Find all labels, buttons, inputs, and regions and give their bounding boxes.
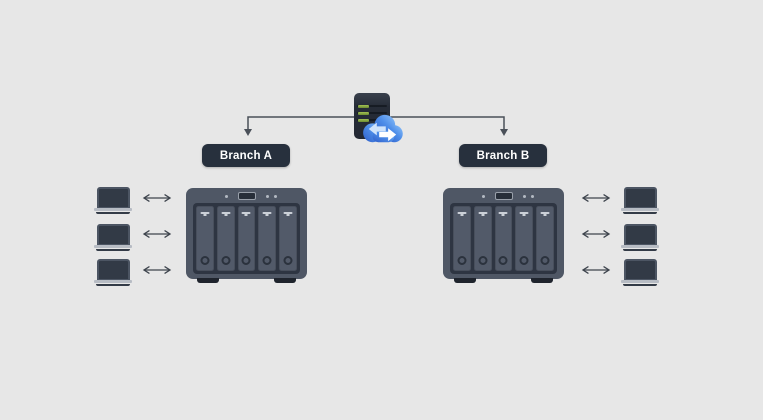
laptop-screen — [623, 187, 657, 208]
nas-led — [523, 195, 526, 198]
laptop-base — [94, 280, 132, 283]
server-led — [358, 105, 369, 108]
laptop-base — [621, 280, 659, 283]
laptop-base — [94, 208, 132, 211]
drive-bay — [196, 206, 214, 271]
nas-device-branch-a — [186, 188, 307, 283]
branch-a-label: Branch A — [202, 144, 290, 167]
laptop-icon — [94, 187, 132, 214]
branch-b-label: Branch B — [459, 144, 547, 167]
server-slot — [357, 112, 387, 114]
laptop-screen — [96, 224, 130, 245]
two-way-arrow-icon — [581, 266, 611, 274]
nas-led — [266, 195, 269, 198]
drive-bay — [494, 206, 513, 271]
bay-latch-icon — [283, 212, 293, 216]
bay-latch-icon — [262, 212, 272, 216]
laptop-screen — [96, 187, 130, 208]
bay-lock-icon — [478, 256, 488, 265]
nas-led — [482, 195, 485, 198]
nas-foot — [197, 278, 219, 283]
laptop-screen — [96, 259, 130, 280]
nas-foot — [531, 278, 553, 283]
nas-foot — [454, 278, 476, 283]
bay-lock-icon — [498, 256, 508, 265]
laptop-icon — [621, 224, 659, 251]
laptop-icon — [621, 259, 659, 286]
drive-bay — [515, 206, 534, 271]
drive-bay — [536, 206, 554, 271]
drive-bay — [216, 206, 235, 271]
bay-latch-icon — [457, 212, 467, 216]
nas-led — [531, 195, 534, 198]
bay-latch-icon — [200, 212, 210, 216]
nas-led — [274, 195, 277, 198]
bay-lock-icon — [519, 256, 529, 265]
laptop-base-shadow — [96, 284, 130, 286]
drive-bay — [258, 206, 277, 271]
nas-status-screen — [494, 192, 513, 200]
bay-latch-icon — [241, 212, 251, 216]
bay-latch-icon — [478, 212, 488, 216]
bay-lock-icon — [457, 256, 467, 265]
branch-b-label-text: Branch B — [476, 149, 530, 162]
nas-foot — [274, 278, 296, 283]
cloud-sync-icon — [363, 114, 403, 143]
bay-lock-icon — [283, 256, 293, 265]
laptop-base-shadow — [96, 212, 130, 214]
laptop-base-shadow — [96, 249, 130, 251]
bay-lock-icon — [262, 256, 272, 265]
drive-bay — [473, 206, 492, 271]
bay-latch-icon — [519, 212, 529, 216]
bay-lock-icon — [241, 256, 251, 265]
laptop-base-shadow — [623, 212, 657, 214]
laptop-screen — [623, 259, 657, 280]
nas-bay-panel — [450, 203, 557, 274]
server-led — [358, 119, 369, 122]
two-way-arrow-icon — [581, 230, 611, 238]
laptop-base-shadow — [623, 284, 657, 286]
two-way-arrow-icon — [142, 266, 172, 274]
laptop-base-shadow — [623, 249, 657, 251]
two-way-arrow-icon — [142, 230, 172, 238]
nas-device-branch-b — [443, 188, 564, 283]
laptop-icon — [94, 224, 132, 251]
bay-latch-icon — [221, 212, 231, 216]
nas-bay-panel — [193, 203, 300, 274]
two-way-arrow-icon — [142, 194, 172, 202]
server-led — [358, 112, 369, 115]
nas-status-screen — [237, 192, 256, 200]
branch-a-label-text: Branch A — [219, 149, 273, 162]
laptop-icon — [94, 259, 132, 286]
nas-led — [225, 195, 228, 198]
drive-bay — [279, 206, 297, 271]
laptop-base — [621, 208, 659, 211]
drive-bay — [453, 206, 471, 271]
bay-lock-icon — [221, 256, 231, 265]
bay-lock-icon — [200, 256, 210, 265]
laptop-base — [94, 245, 132, 248]
drive-bay — [237, 206, 256, 271]
bay-lock-icon — [540, 256, 550, 265]
server-slot — [357, 119, 387, 121]
bay-latch-icon — [540, 212, 550, 216]
laptop-screen — [623, 224, 657, 245]
bay-latch-icon — [498, 212, 508, 216]
two-way-arrow-icon — [581, 194, 611, 202]
server-slot — [357, 105, 387, 107]
laptop-base — [621, 245, 659, 248]
laptop-icon — [621, 187, 659, 214]
